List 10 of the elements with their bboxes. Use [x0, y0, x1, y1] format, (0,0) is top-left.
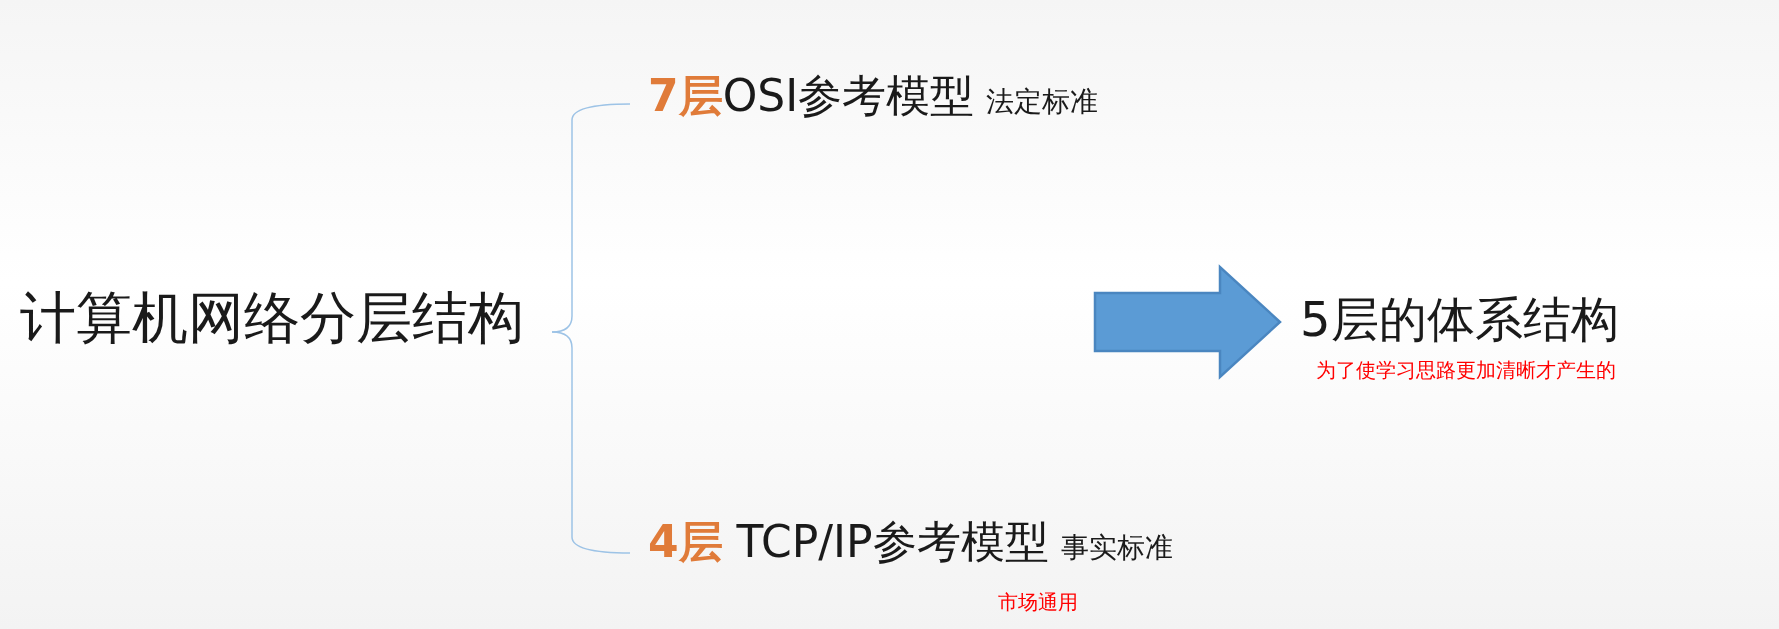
- heading-text: 计算机网络分层结构: [20, 290, 524, 346]
- block-arrow: [1093, 264, 1282, 380]
- heading-text: 4层 TCP/IP参考模型: [648, 520, 1049, 564]
- note-text: 事实标准: [1060, 534, 1173, 562]
- heading-text: 5层的体系结构: [1300, 295, 1619, 343]
- note-text: 法定标准: [986, 88, 1099, 116]
- heading-text: 7层OSI参考模型: [648, 74, 975, 118]
- annotation-text: 为了使学习思路更加清晰才产生的: [1316, 360, 1616, 380]
- brace-line: [551, 331, 631, 554]
- annotation-text: 市场通用: [998, 592, 1078, 612]
